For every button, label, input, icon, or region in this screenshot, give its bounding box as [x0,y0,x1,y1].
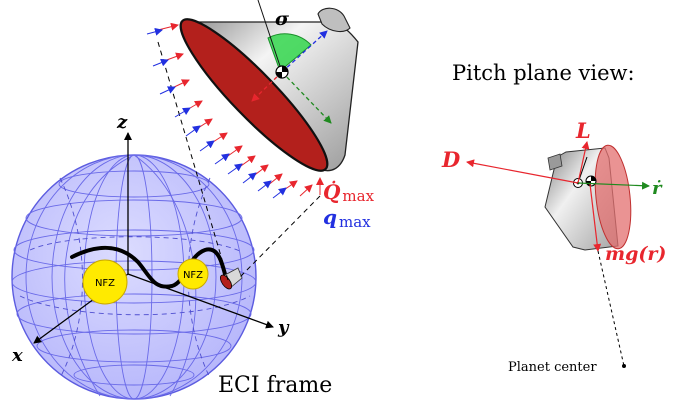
lift-label: L [575,118,591,143]
no-fly-zone-2: NFZ [177,258,209,290]
eci-axes: z y x [11,112,290,366]
zoom-lines [157,41,321,281]
sigma-label: σ [275,8,290,30]
pitch-plane-vehicle: D L ṙ mg(r) Planet center [441,118,666,375]
globe-hidden-grid [19,177,251,379]
center-of-mass-icon [275,65,289,79]
gravity-label: mg(r) [605,243,666,265]
trajectory-path [70,245,228,289]
small-vehicle-on-trajectory [219,267,243,290]
freestream-arrows [146,22,313,199]
axis-x-label: x [11,345,23,366]
nfz-1-label: NFZ [95,278,115,289]
rdot-label: ṙ [652,178,663,199]
globe [11,154,257,400]
no-fly-zone-1: NFZ [82,259,128,305]
pitch-plane-title: Pitch plane view: [452,61,635,85]
entry-capsule-large: σ [179,0,359,172]
eci-frame-label: ECI frame [218,373,332,398]
planet-center-label: Planet center [508,360,597,375]
qdot-max-label: Q̇max [323,180,375,205]
axis-y-label: y [277,317,290,338]
axis-z-label: z [116,112,128,133]
planet-center-point [622,364,626,368]
nfz-2-label: NFZ [183,270,203,281]
drag-label: D [441,147,461,172]
